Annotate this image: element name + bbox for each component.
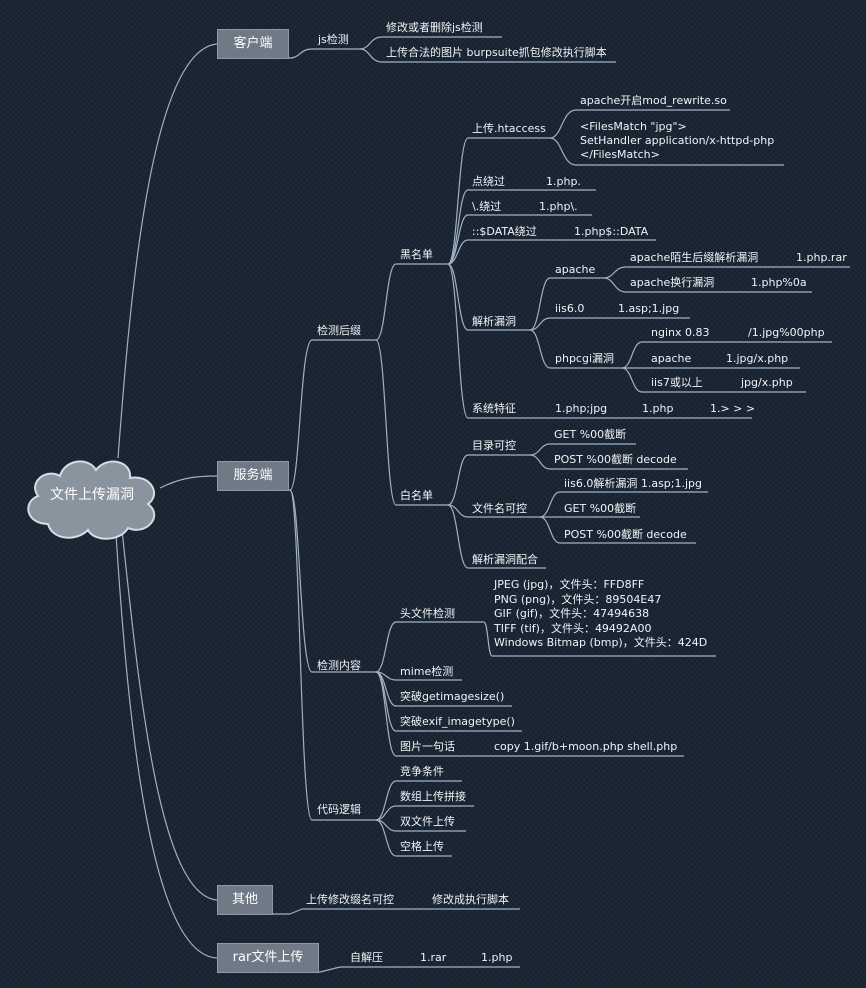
node-apache-unknown-suffix[interactable]: apache陌生后缀解析漏洞 bbox=[630, 251, 759, 264]
node-filename-controllable[interactable]: 文件名可控 bbox=[472, 502, 527, 515]
node-htaccess[interactable]: 上传.htaccess bbox=[472, 122, 546, 135]
node-rar-php: 1.php bbox=[481, 951, 513, 964]
node-dot-bypass-value: 1.php. bbox=[546, 175, 581, 188]
node-parse-combo[interactable]: 解析漏洞配合 bbox=[472, 553, 538, 566]
node-dir-get-null[interactable]: GET %00截断 bbox=[554, 428, 627, 441]
node-iis7-value: jpg/x.php bbox=[741, 376, 793, 389]
node-system-feature-2: 1.php bbox=[642, 402, 674, 415]
node-backslash-bypass-value: 1.php\. bbox=[539, 200, 578, 213]
node-whitelist[interactable]: 白名单 bbox=[400, 489, 433, 502]
node-iis6[interactable]: iis6.0 bbox=[555, 302, 585, 315]
node-filename-post-null[interactable]: POST %00截断 decode bbox=[564, 528, 687, 541]
node-system-feature-3: 1.> > > bbox=[710, 402, 756, 415]
edge-root-server bbox=[159, 475, 218, 489]
branch-other[interactable]: 其他 bbox=[217, 885, 273, 915]
root-cloud-shape bbox=[27, 460, 156, 540]
node-phpcgi[interactable]: phpcgi漏洞 bbox=[555, 352, 615, 365]
node-image-webshell-cmd: copy 1.gif/b+moon.php shell.php bbox=[494, 740, 678, 753]
node-backslash-bypass[interactable]: \.绕过 bbox=[472, 200, 502, 213]
node-system-feature[interactable]: 系统特征 bbox=[472, 402, 516, 415]
node-dot-bypass[interactable]: 点绕过 bbox=[472, 175, 505, 188]
edge-root-client bbox=[117, 43, 218, 459]
node-dir-controllable[interactable]: 目录可控 bbox=[472, 439, 516, 452]
node-content-check[interactable]: 检测内容 bbox=[317, 659, 361, 672]
root-topic[interactable]: 文件上传漏洞 bbox=[50, 487, 134, 503]
node-system-feature-1: 1.php;jpg bbox=[555, 402, 608, 415]
node-phpcgi-apache[interactable]: apache bbox=[651, 352, 692, 365]
branch-rar[interactable]: rar文件上传 bbox=[217, 943, 319, 973]
node-js-check[interactable]: js检测 bbox=[318, 33, 349, 46]
node-nginx[interactable]: nginx 0.83 bbox=[651, 326, 710, 339]
node-parse-vuln[interactable]: 解析漏洞 bbox=[472, 315, 516, 328]
node-apache-unknown-suffix-value: 1.php.rar bbox=[796, 251, 847, 264]
node-mime-check[interactable]: mime检测 bbox=[400, 665, 454, 678]
node-rar-selfextract[interactable]: 自解压 bbox=[350, 951, 383, 964]
node-exif-imagetype[interactable]: 突破exif_imagetype() bbox=[400, 715, 515, 728]
node-getimagesize[interactable]: 突破getimagesize() bbox=[400, 690, 505, 703]
node-array-concat[interactable]: 数组上传拼接 bbox=[400, 790, 466, 803]
node-other-change-script: 修改成执行脚本 bbox=[432, 893, 509, 906]
node-suffix-check[interactable]: 检测后缀 bbox=[317, 324, 361, 337]
node-apache-newline-value: 1.php%0a bbox=[751, 276, 807, 289]
node-other-suffix-controllable[interactable]: 上传修改缀名可控 bbox=[306, 893, 394, 906]
node-iis6-value: 1.asp;1.jpg bbox=[618, 302, 680, 315]
node-image-webshell[interactable]: 图片一句话 bbox=[400, 740, 455, 753]
node-blacklist[interactable]: 黑名单 bbox=[400, 248, 433, 261]
node-js-burp[interactable]: 上传合法的图片 burpsuite抓包修改执行脚本 bbox=[386, 46, 607, 59]
node-filename-iis6[interactable]: iis6.0解析漏洞 1.asp;1.jpg bbox=[564, 477, 703, 490]
node-filename-get-null[interactable]: GET %00截断 bbox=[564, 502, 637, 515]
node-apache-newline[interactable]: apache换行漏洞 bbox=[630, 276, 715, 289]
node-data-bypass[interactable]: ::$DATA绕过 bbox=[472, 225, 537, 238]
node-race-condition[interactable]: 竞争条件 bbox=[400, 765, 444, 778]
node-htaccess-rewrite[interactable]: apache开启mod_rewrite.so bbox=[580, 94, 727, 107]
edge-root-other bbox=[121, 529, 218, 901]
edge-root-rar bbox=[115, 533, 218, 959]
node-header-list[interactable]: JPEG (jpg)，文件头：FFD8FF PNG (png)，文件头：8950… bbox=[494, 578, 708, 650]
node-htaccess-filesmatch[interactable]: <FilesMatch "jpg"> SetHandler applicatio… bbox=[580, 120, 775, 161]
node-double-file[interactable]: 双文件上传 bbox=[400, 815, 455, 828]
node-dir-post-null[interactable]: POST %00截断 decode bbox=[554, 453, 677, 466]
node-apache[interactable]: apache bbox=[555, 263, 596, 276]
node-nginx-value: /1.jpg%00php bbox=[748, 326, 825, 339]
branch-client[interactable]: 客户端 bbox=[217, 29, 289, 59]
node-header-check[interactable]: 头文件检测 bbox=[400, 607, 455, 620]
node-code-logic[interactable]: 代码逻辑 bbox=[317, 803, 361, 816]
node-iis7[interactable]: iis7或以上 bbox=[651, 376, 703, 389]
node-data-bypass-value: 1.php$::DATA bbox=[574, 225, 649, 238]
node-phpcgi-apache-value: 1.jpg/x.php bbox=[726, 352, 789, 365]
node-js-remove[interactable]: 修改或者删除js检测 bbox=[386, 21, 483, 34]
node-rar-value: 1.rar bbox=[420, 951, 447, 964]
branch-server[interactable]: 服务端 bbox=[217, 461, 289, 491]
node-space-upload[interactable]: 空格上传 bbox=[400, 840, 444, 853]
